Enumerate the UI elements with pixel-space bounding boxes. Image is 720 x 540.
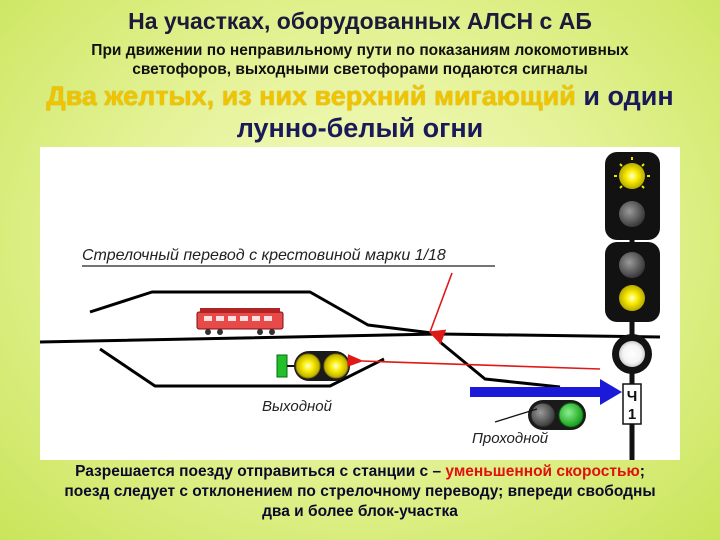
subtitle: При движении по неправильному пути по по… — [20, 41, 700, 79]
mast-light-2-grey — [619, 201, 645, 227]
train-roof — [200, 308, 280, 313]
mast-light-lunar-white — [619, 341, 645, 367]
exit-signal-light-1 — [295, 353, 321, 379]
exit-signal-light-2 — [323, 353, 349, 379]
block-signal-light-grey — [530, 402, 556, 428]
track-diagram: Стрелочный перевод с крестовиной марки 1… — [40, 147, 680, 460]
headline-line-1: Два желтых, из них верхний мигающий и од… — [0, 80, 720, 112]
direction-arrow — [470, 379, 622, 405]
diverging-track — [439, 340, 561, 389]
headline-line-2: лунно-белый огни — [236, 113, 484, 143]
explanation-text: Разрешается поезду отправиться с станции… — [8, 462, 712, 522]
mast-head-upper — [605, 152, 660, 240]
train-windows — [204, 316, 272, 321]
mast-light-3-grey — [619, 252, 645, 278]
explanation-line-3: два и более блок-участка — [262, 503, 458, 520]
subtitle-line-1: При движении по неправильному пути по по… — [91, 42, 629, 59]
switch-label: Стрелочный перевод с крестовиной марки 1… — [82, 247, 446, 264]
exit-signal-label: Выходной — [262, 398, 333, 415]
signal-plate-number: 1 — [628, 406, 636, 423]
route-arrow — [347, 354, 601, 370]
block-signal-pointer — [494, 408, 538, 423]
train-wheels — [205, 329, 275, 335]
block-signal — [528, 400, 586, 430]
signal-headline: Два желтых, из них верхний мигающий и од… — [0, 80, 720, 144]
block-signal-label: Проходной — [472, 430, 549, 447]
explanation-part-1: Разрешается поезду отправиться с станции… — [75, 463, 446, 480]
blink-rays — [614, 157, 650, 189]
mast-light-4-yellow — [619, 285, 645, 311]
switch-pointer-arrow — [428, 272, 453, 345]
signal-plate — [622, 383, 642, 425]
mast-light-top-yellow — [619, 163, 645, 189]
headline-normal-part: и один — [575, 81, 674, 111]
headline-yellow-part: Два желтых, из них верхний мигающий — [46, 81, 576, 111]
explanation-line-1: Разрешается поезду отправиться с станции… — [8, 462, 712, 482]
page-title: На участках, оборудованных АЛСН с АБ — [128, 8, 592, 34]
exit-signal — [276, 351, 350, 381]
upper-siding-track — [89, 290, 441, 336]
signal-plate-letter: Ч — [627, 388, 638, 405]
lower-siding-track — [99, 347, 385, 388]
explanation-part-2: ; — [639, 463, 645, 480]
explanation-line-2: поезд следует с отклонением по стрелочно… — [64, 483, 656, 500]
mast-signal: Ч 1 — [605, 152, 660, 460]
train — [196, 308, 284, 335]
subtitle-line-2: светофоров, выходными светофорами подают… — [132, 61, 588, 78]
mast-head-middle — [605, 242, 660, 322]
exit-signal-post — [276, 354, 288, 378]
block-signal-light-green — [558, 402, 584, 428]
reduced-speed-text: уменьшенной скоростью — [445, 463, 640, 480]
